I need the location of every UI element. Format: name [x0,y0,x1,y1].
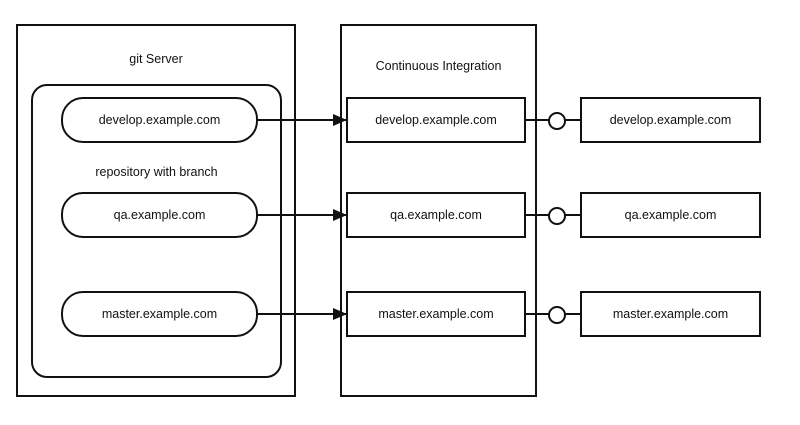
ci-job-develop: develop.example.com [346,97,526,143]
target-develop: develop.example.com [580,97,761,143]
ci-job-qa: qa.example.com [346,192,526,238]
git-server-title: git Server [129,52,183,66]
branch-develop: develop.example.com [61,97,258,143]
branch-qa: qa.example.com [61,192,258,238]
repository-label: repository with branch [95,165,218,179]
branch-master: master.example.com [61,291,258,337]
ci-job-master: master.example.com [346,291,526,337]
target-master: master.example.com [580,291,761,337]
ci-title: Continuous Integration [375,59,502,73]
target-qa: qa.example.com [580,192,761,238]
